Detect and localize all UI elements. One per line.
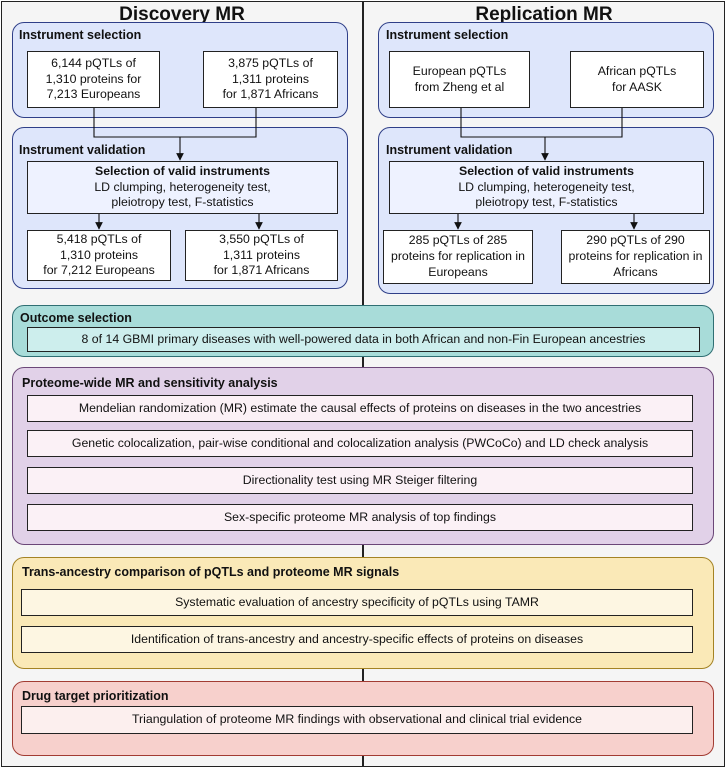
line: European pQTLs [412, 63, 507, 78]
line: 1,311 proteins [231, 71, 309, 86]
valid-instruments-title: Selection of valid instruments [459, 163, 634, 178]
line: 3,550 pQTLs of [219, 231, 304, 246]
replication-title: Replication MR [475, 4, 613, 25]
discovery-valid-instruments-box: Selection of valid instruments LD clumpi… [27, 161, 338, 214]
replication-valid-instruments-box: Selection of valid instruments LD clumpi… [389, 161, 704, 214]
discovery-instrument-validation-title: Instrument validation [19, 143, 146, 157]
line: proteins for replication in [568, 249, 703, 264]
line: pleiotropy test, F-statistics [111, 195, 254, 210]
discovery-title: Discovery MR [119, 4, 245, 25]
trans-ancestry-item: Systematic evaluation of ancestry specif… [21, 589, 693, 616]
proteome-mr-item: Mendelian randomization (MR) estimate th… [27, 395, 693, 422]
line: 285 pQTLs of 285 [408, 233, 508, 248]
proteome-mr-item: Sex-specific proteome MR analysis of top… [27, 504, 693, 531]
line: 7,213 Europeans [46, 87, 141, 102]
replication-validated-africans-box: 290 pQTLs of 290 proteins for replicatio… [561, 230, 710, 284]
outcome-selection-item: 8 of 14 GBMI primary diseases with well-… [27, 327, 700, 352]
discovery-africans-pqtl-box: 3,875 pQTLs of 1,311 proteins for 1,871 … [203, 51, 338, 108]
replication-africans-pqtl-box: African pQTLs for AASK [570, 51, 704, 108]
replication-instrument-selection-title: Instrument selection [386, 28, 509, 42]
line: LD clumping, heterogeneity test, [458, 179, 635, 194]
line: for AASK [612, 79, 662, 94]
line: proteins for replication in [391, 249, 525, 264]
trans-ancestry-item: Identification of trans-ancestry and anc… [21, 626, 693, 653]
drug-target-title: Drug target prioritization [22, 689, 169, 703]
line: Europeans [428, 264, 488, 279]
replication-validated-europeans-box: 285 pQTLs of 285 proteins for replicatio… [383, 230, 533, 284]
line: LD clumping, heterogeneity test, [94, 179, 271, 194]
discovery-europeans-pqtl-box: 6,144 pQTLs of 1,310 proteins for 7,213 … [27, 51, 160, 108]
line: for 1,871 Africans [222, 87, 319, 102]
discovery-instrument-selection-title: Instrument selection [19, 28, 142, 42]
line: 1,310 proteins for [45, 71, 142, 86]
proteome-mr-item: Directionality test using MR Steiger fil… [27, 467, 693, 494]
line: 3,875 pQTLs of [228, 55, 313, 70]
line: 6,144 pQTLs of [51, 55, 136, 70]
valid-instruments-title: Selection of valid instruments [95, 163, 270, 178]
line: for 1,871 Africans [213, 263, 310, 278]
line: Africans [613, 264, 658, 279]
line: 290 pQTLs of 290 [586, 233, 685, 248]
drug-target-item: Triangulation of proteome MR findings wi… [21, 706, 693, 734]
proteome-mr-title: Proteome-wide MR and sensitivity analysi… [22, 376, 278, 390]
discovery-validated-europeans-box: 5,418 pQTLs of 1,310 proteins for 7,212 … [27, 230, 171, 281]
replication-europeans-pqtl-box: European pQTLs from Zheng et al [389, 51, 530, 108]
replication-instrument-validation-title: Instrument validation [386, 143, 513, 157]
line: 1,310 proteins [60, 247, 138, 262]
proteome-mr-item: Genetic colocalization, pair-wise condit… [27, 430, 693, 457]
outcome-selection-title: Outcome selection [20, 311, 132, 325]
discovery-validated-africans-box: 3,550 pQTLs of 1,311 proteins for 1,871 … [185, 230, 338, 281]
line: for 7,212 Europeans [43, 263, 155, 278]
line: 1,311 proteins [222, 247, 300, 262]
line: African pQTLs [597, 63, 677, 78]
line: 5,418 pQTLs of [56, 231, 142, 246]
line: pleiotropy test, F-statistics [475, 195, 618, 210]
line: from Zheng et al [414, 79, 505, 94]
trans-ancestry-title: Trans-ancestry comparison of pQTLs and p… [22, 565, 400, 579]
